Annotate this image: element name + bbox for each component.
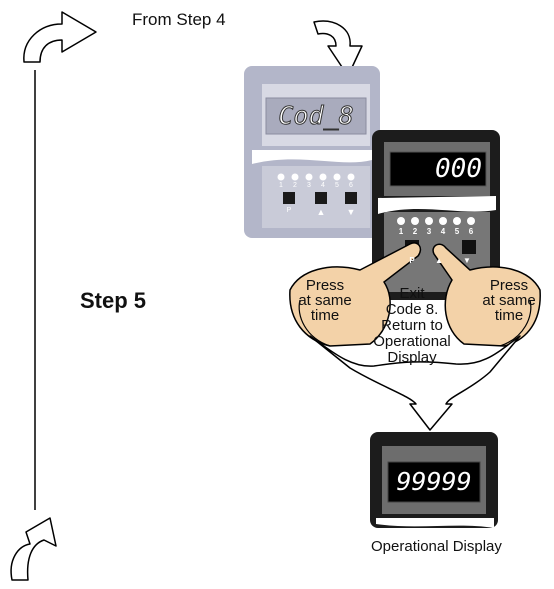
back-led-label: 1	[279, 182, 283, 189]
right-hand	[432, 243, 541, 347]
press-left-text: Press at same time	[298, 277, 352, 324]
front-unit	[372, 130, 500, 300]
funnel-arrow	[309, 335, 521, 431]
back-led-label: 3	[307, 182, 311, 189]
back-led-label: 4	[321, 182, 325, 189]
back-key-label: ▼	[346, 207, 356, 217]
result-unit	[370, 432, 498, 528]
operational-display-caption: Operational Display	[371, 538, 502, 555]
back-unit	[244, 66, 380, 238]
back-key-label: ▲	[316, 207, 326, 217]
left-hand	[289, 242, 422, 347]
press-right-text: Press at same time	[482, 277, 536, 324]
front-led-label: 5	[454, 227, 460, 236]
front-display: 000	[435, 154, 482, 184]
curved-arrow-right-icon	[23, 11, 97, 63]
back-led-label: 6	[349, 182, 353, 189]
front-key-label: ▼	[463, 256, 471, 265]
front-key-label: P	[409, 256, 415, 265]
result-display: 99999	[396, 467, 472, 496]
from-step-label: From Step 4	[132, 10, 226, 29]
front-led-label: 6	[468, 227, 474, 236]
back-led-label: 5	[335, 182, 339, 189]
back-display: Cod_8	[278, 101, 354, 131]
back-key-label: P	[286, 207, 292, 214]
front-key-label: ▲	[435, 256, 443, 265]
curved-arrow-down-icon	[313, 20, 363, 77]
front-led-label: 3	[426, 227, 432, 236]
exit-instruction: Exit Code 8. Return to Operational Displ…	[373, 285, 451, 366]
curved-arrow-up-icon	[10, 517, 57, 581]
back-led-label: 2	[293, 182, 297, 189]
step-title: Step 5	[80, 288, 147, 313]
front-led-label: 1	[398, 227, 404, 236]
front-led-label: 4	[440, 227, 446, 236]
front-led-label: 2	[412, 227, 418, 236]
